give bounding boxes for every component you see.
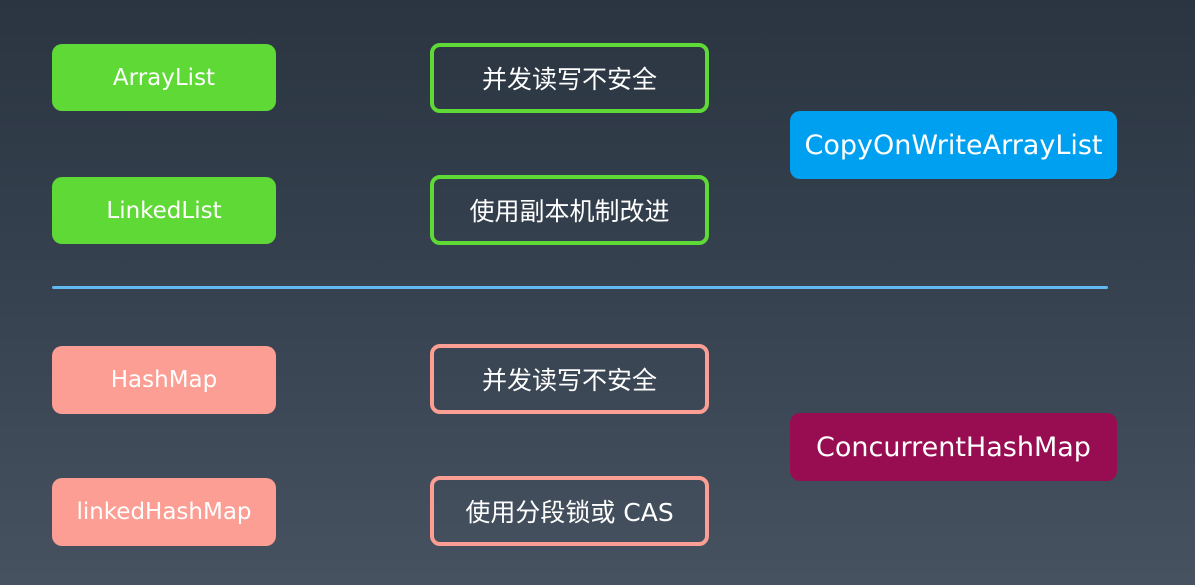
class-box-arraylist: ArrayList [52,44,276,111]
class-box-linkedlist: LinkedList [52,177,276,244]
section-divider [52,286,1108,289]
list-fix-box: 使用副本机制改进 [430,175,709,245]
list-issue-box: 并发读写不安全 [430,43,709,113]
map-issue-box: 并发读写不安全 [430,344,709,414]
map-solution-box: ConcurrentHashMap [790,413,1117,481]
class-box-linkedhashmap: linkedHashMap [52,478,276,546]
map-fix-box: 使用分段锁或 CAS [430,476,709,546]
class-box-hashmap: HashMap [52,346,276,414]
list-solution-box: CopyOnWriteArrayList [790,111,1117,179]
